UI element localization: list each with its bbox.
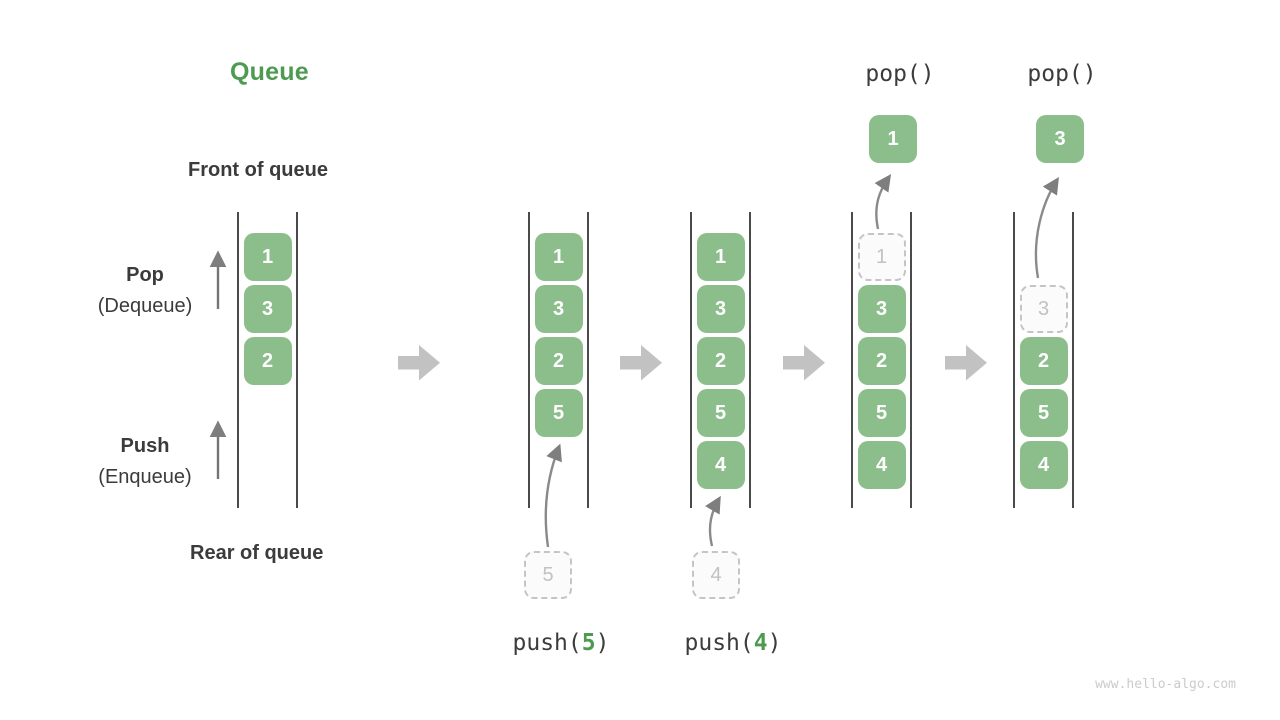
queue-element: 3	[857, 285, 906, 333]
queue-element: 5	[1019, 389, 1068, 437]
queue-wall	[690, 212, 692, 508]
enqueue-sublabel: (Enqueue)	[98, 466, 192, 488]
queue-element: 4	[857, 441, 906, 489]
push-call-label: push(4)	[671, 630, 795, 656]
staged-element: 5	[524, 551, 572, 599]
queue-wall	[237, 212, 239, 508]
popped-element: 1	[869, 115, 917, 163]
push-call-close: )	[595, 630, 610, 656]
queue-state-1: 1 3 2	[237, 212, 298, 508]
pop-call-label: pop()	[865, 61, 935, 87]
pop-side-label: Pop (Dequeue)	[60, 260, 230, 322]
watermark: www.hello-algo.com	[1095, 677, 1236, 692]
push-call-fn: push(	[512, 630, 582, 656]
step-arrow-icon	[620, 345, 662, 381]
queue-wall	[749, 212, 751, 508]
popped-element: 3	[1036, 115, 1084, 163]
queue-state-5: 3 2 5 4	[1013, 212, 1074, 508]
queue-wall	[1072, 212, 1074, 508]
queue-wall	[528, 212, 530, 508]
queue-element: 3	[243, 285, 292, 333]
queue-element: 2	[696, 337, 745, 385]
push-call-fn: push(	[684, 630, 754, 656]
step-arrow-icon	[783, 345, 825, 381]
queue-element: 5	[534, 389, 583, 437]
queue-state-4: 1 3 2 5 4	[851, 212, 912, 508]
rear-of-queue-label: Rear of queue	[190, 542, 324, 564]
staged-element: 4	[692, 551, 740, 599]
queue-element: 2	[243, 337, 292, 385]
queue-element: 1	[696, 233, 745, 281]
queue-wall	[296, 212, 298, 508]
push-call-arg: 4	[753, 630, 768, 656]
queue-element: 1	[534, 233, 583, 281]
pop-call-label: pop()	[1027, 61, 1097, 87]
queue-element: 4	[696, 441, 745, 489]
queue-wall	[587, 212, 589, 508]
queue-element: 3	[696, 285, 745, 333]
front-of-queue-label: Front of queue	[188, 159, 328, 181]
push-label: Push	[120, 435, 170, 457]
queue-wall	[910, 212, 912, 508]
queue-element-ghost: 1	[857, 233, 906, 281]
push-call-arg: 5	[581, 630, 596, 656]
diagram-title: Queue	[230, 58, 309, 86]
queue-element: 5	[857, 389, 906, 437]
queue-element: 3	[534, 285, 583, 333]
queue-element: 2	[1019, 337, 1068, 385]
queue-element-ghost: 3	[1019, 285, 1068, 333]
pop-label: Pop	[126, 264, 164, 286]
push-call-label: push(5)	[499, 630, 623, 656]
queue-state-3: 1 3 2 5 4	[690, 212, 751, 508]
dequeue-sublabel: (Dequeue)	[97, 295, 193, 317]
queue-element: 2	[534, 337, 583, 385]
queue-element: 1	[243, 233, 292, 281]
queue-wall	[1013, 212, 1015, 508]
push-call-close: )	[767, 630, 782, 656]
queue-element: 2	[857, 337, 906, 385]
step-arrow-icon	[398, 345, 440, 381]
queue-wall	[851, 212, 853, 508]
push-side-label: Push (Enqueue)	[60, 431, 230, 493]
queue-state-2: 1 3 2 5	[528, 212, 589, 508]
queue-element: 5	[696, 389, 745, 437]
queue-element: 4	[1019, 441, 1068, 489]
step-arrow-icon	[945, 345, 987, 381]
